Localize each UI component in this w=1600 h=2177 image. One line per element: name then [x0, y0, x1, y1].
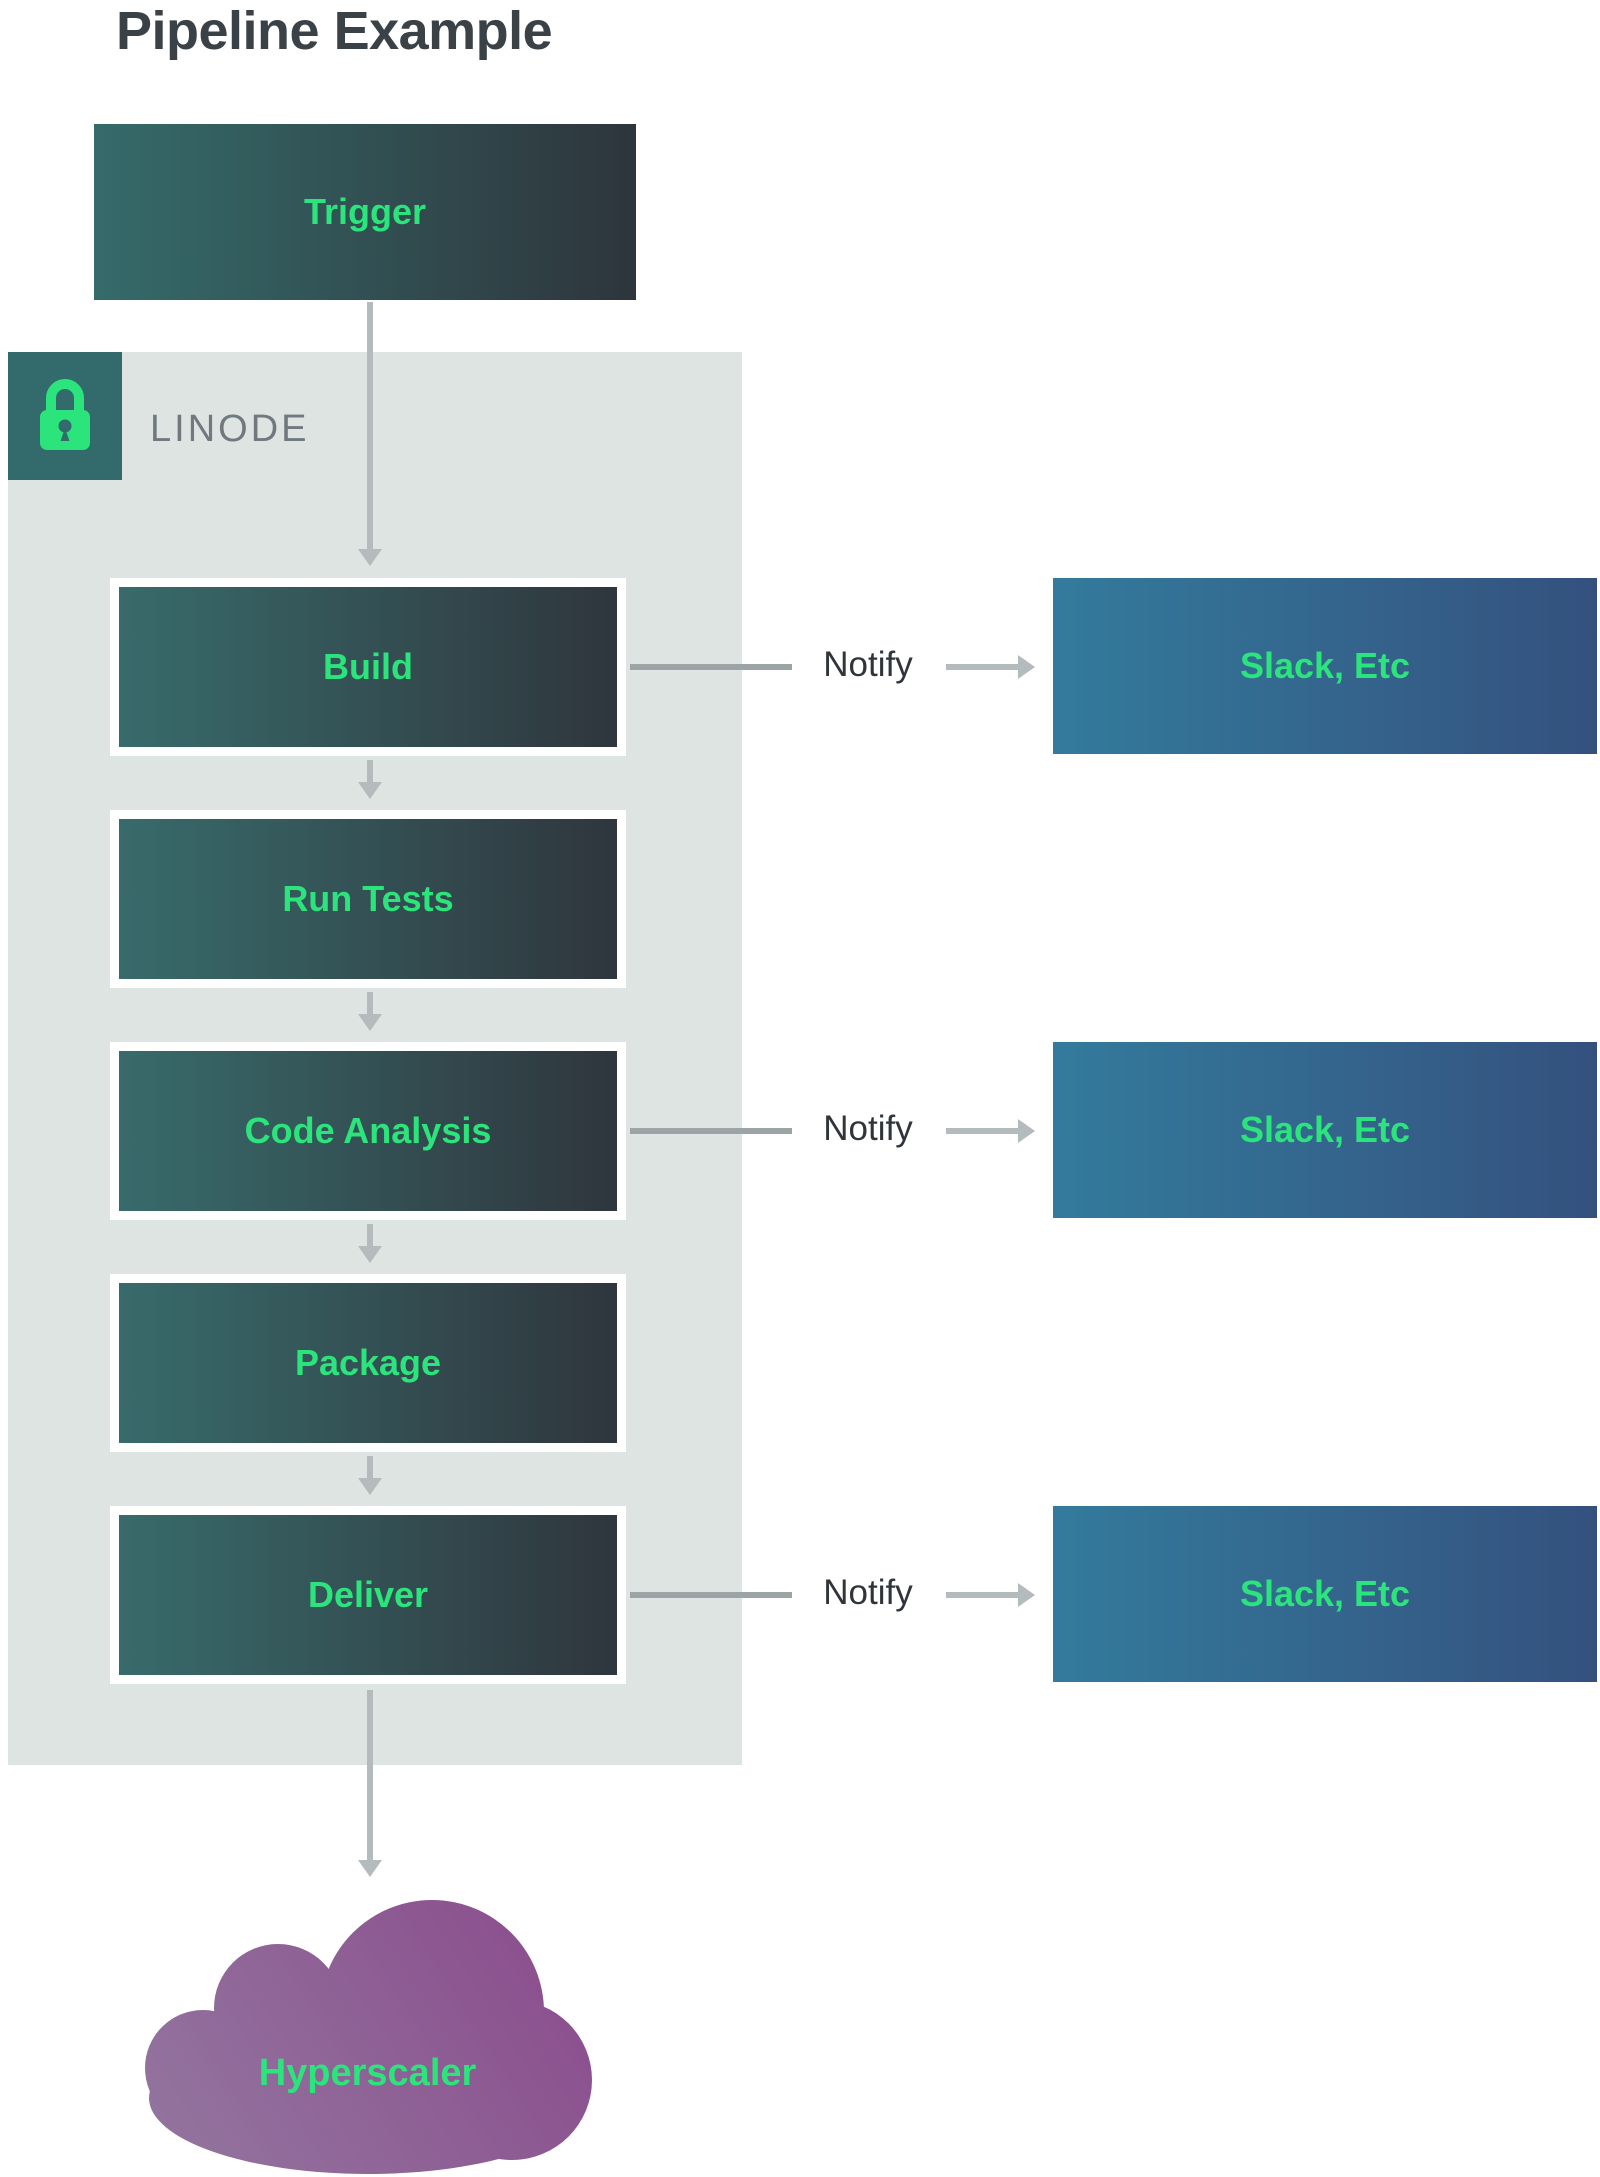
- arrow-line: [367, 992, 373, 1014]
- arrow-right-icon: [1018, 1119, 1035, 1143]
- stage-label: Run Tests: [282, 878, 454, 919]
- arrow-line: [367, 1690, 373, 1860]
- notify-target-box-code-analysis: Slack, Etc: [1053, 1042, 1597, 1218]
- stage-box-code-analysis: Code Analysis: [110, 1042, 626, 1220]
- cloud-icon: [145, 1900, 592, 2174]
- notify-connector: [630, 1592, 792, 1598]
- notify-label: Notify: [823, 1109, 913, 1148]
- stage-box-build: Build: [110, 578, 626, 756]
- arrow-down-icon: [358, 1246, 382, 1263]
- hyperscaler-cloud: [140, 1890, 595, 2177]
- trigger-label: Trigger: [303, 191, 427, 232]
- arrow-line: [367, 760, 373, 782]
- notify-arrow: [946, 1583, 1035, 1607]
- arrow-line: [946, 1592, 1018, 1598]
- notify-arrow: [946, 655, 1035, 679]
- lock-icon: [37, 377, 93, 456]
- arrow-code-analysis-to-package: [358, 1224, 382, 1263]
- notify-connector: [630, 1128, 792, 1134]
- stage-box-deliver: Deliver: [110, 1506, 626, 1684]
- arrow-line: [367, 302, 373, 549]
- arrow-build-to-run-tests: [358, 760, 382, 799]
- notify-target-label: Slack, Etc: [1239, 1109, 1411, 1150]
- notify-label: Notify: [823, 1573, 913, 1612]
- notify-label: Notify: [823, 645, 913, 684]
- arrow-line: [367, 1456, 373, 1478]
- arrow-run-tests-to-code-analysis: [358, 992, 382, 1031]
- cloud-label: Hyperscaler: [258, 2052, 477, 2094]
- notify-target-label: Slack, Etc: [1239, 645, 1411, 686]
- arrow-down-icon: [358, 782, 382, 799]
- stage-label: Package: [294, 1342, 442, 1383]
- arrow-right-icon: [1018, 1583, 1035, 1607]
- notify-target-label: Slack, Etc: [1239, 1573, 1411, 1614]
- stage-label: Build: [323, 646, 413, 687]
- stage-box-package: Package: [110, 1274, 626, 1452]
- arrow-package-to-deliver: [358, 1456, 382, 1495]
- arrow-line: [946, 1128, 1018, 1134]
- notify-connector: [630, 664, 792, 670]
- arrow-down-icon: [358, 549, 382, 566]
- notify-target-box-build: Slack, Etc: [1053, 578, 1597, 754]
- arrow-down-icon: [358, 1860, 382, 1877]
- page-title: Pipeline Example: [116, 1, 553, 61]
- notify-target-box-deliver: Slack, Etc: [1053, 1506, 1597, 1682]
- trigger-box: Trigger: [94, 124, 636, 300]
- arrow-trigger-to-build: [358, 302, 382, 566]
- arrow-right-icon: [1018, 655, 1035, 679]
- arrow-down-icon: [358, 1478, 382, 1495]
- arrow-line: [367, 1224, 373, 1246]
- stage-box-run-tests: Run Tests: [110, 810, 626, 988]
- stage-label: Deliver: [307, 1574, 429, 1615]
- arrow-line: [946, 664, 1018, 670]
- notify-arrow: [946, 1119, 1035, 1143]
- stage-label: Code Analysis: [244, 1110, 492, 1151]
- linode-label: LINODE: [150, 408, 310, 450]
- lock-badge: [8, 352, 122, 480]
- arrow-deliver-to-hyperscaler: [358, 1690, 382, 1877]
- arrow-down-icon: [358, 1014, 382, 1031]
